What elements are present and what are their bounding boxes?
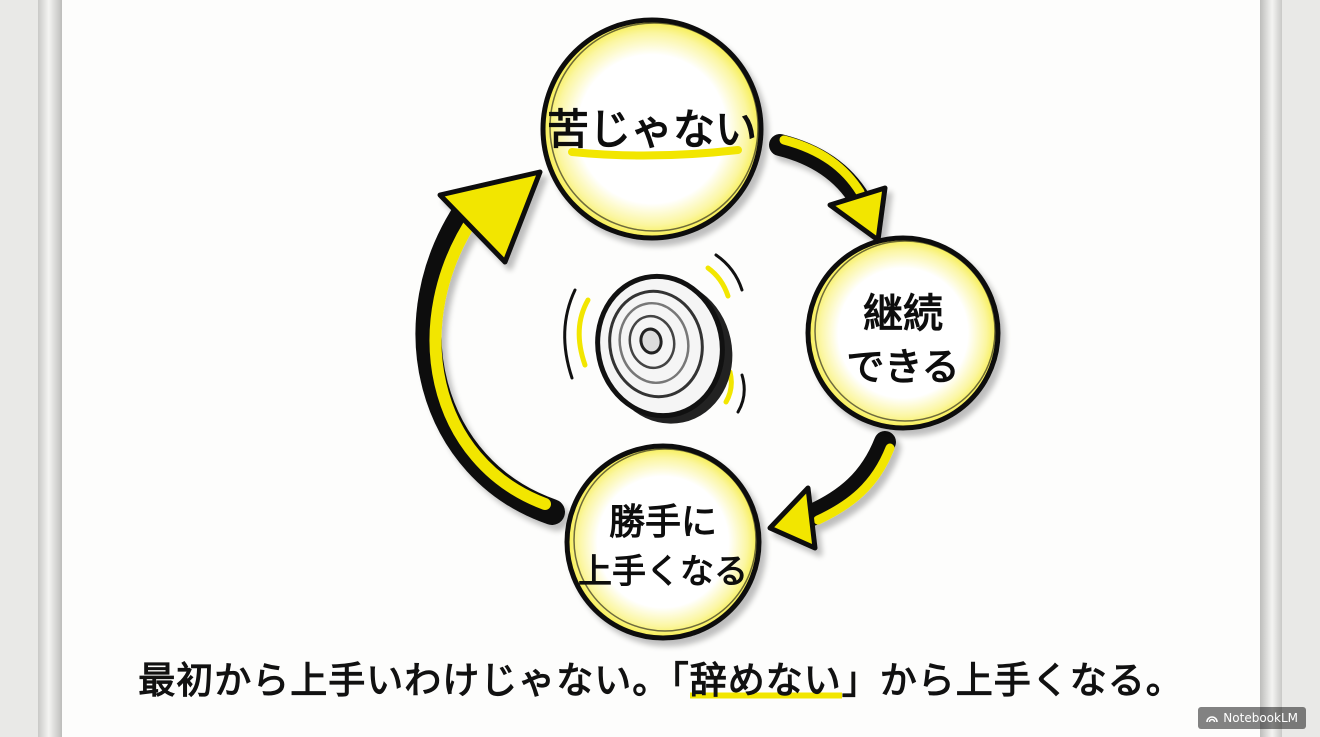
- caption-highlight: 辞めない: [689, 659, 842, 702]
- caption-part2: から上手くなる。: [879, 659, 1184, 702]
- node-bottom: 勝手に 上手くなる: [564, 443, 762, 641]
- caption-open-bracket: 「: [670, 659, 690, 702]
- caption-part1: 最初から上手いわけじゃない。: [138, 659, 671, 702]
- caption: 最初から上手いわけじゃない。「辞めない」から上手くなる。: [62, 650, 1260, 704]
- node-bottom-label-line1: 勝手に: [609, 502, 717, 543]
- node-top-label: 苦じゃない: [547, 105, 757, 154]
- caption-close-bracket: 」: [841, 659, 880, 702]
- node-right: 継続 できる: [805, 235, 1001, 431]
- whiteboard-frame-left: [38, 0, 62, 737]
- watermark-text: NotebookLM: [1223, 711, 1298, 725]
- node-top: 苦じゃない: [540, 17, 764, 241]
- notebooklm-logo-icon: [1206, 716, 1219, 723]
- arrow-right-to-bottom: [767, 431, 896, 551]
- notebooklm-watermark: NotebookLM: [1198, 707, 1306, 729]
- arrow-bottom-to-top: [415, 169, 565, 525]
- whiteboard-frame-right: [1260, 0, 1282, 737]
- node-right-label-line2: できる: [846, 345, 959, 389]
- node-bottom-label-line2: 上手くなる: [578, 552, 748, 592]
- spinning-coin-icon: [563, 253, 746, 424]
- node-right-label-line1: 継続: [863, 291, 943, 337]
- arrow-top-to-right: [769, 134, 888, 243]
